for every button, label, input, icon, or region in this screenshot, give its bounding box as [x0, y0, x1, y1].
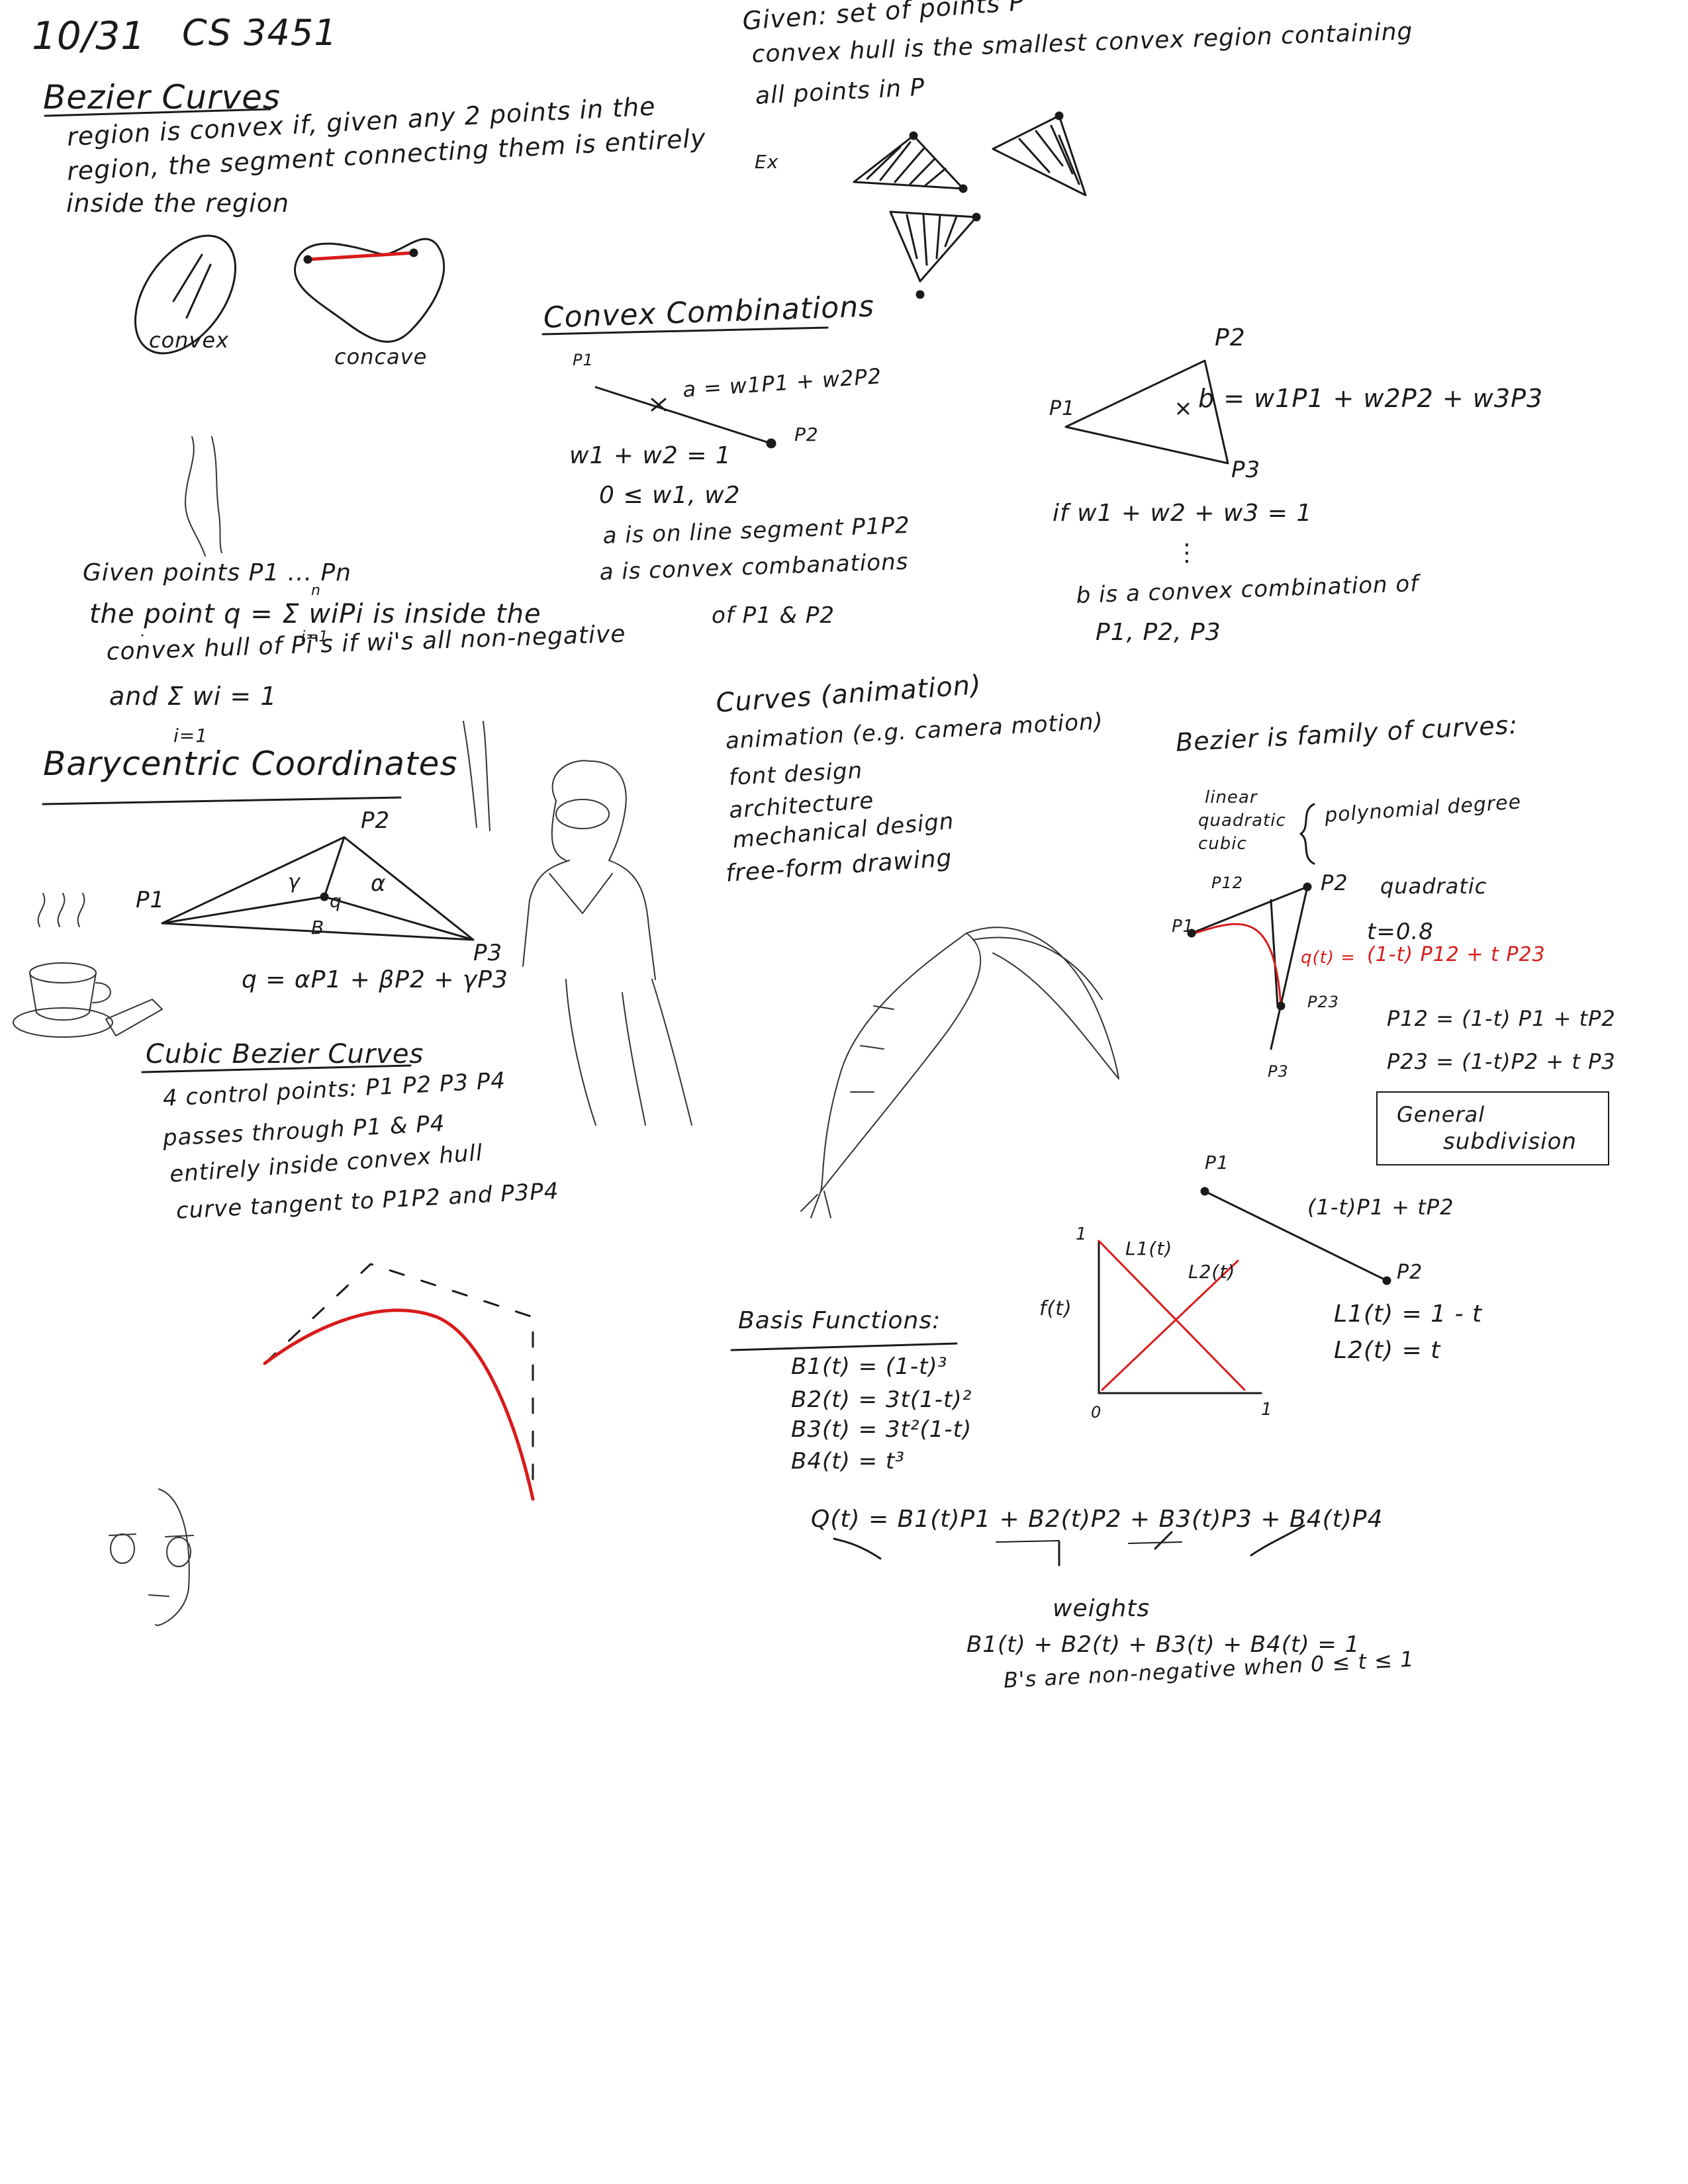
- given-sum-bottom-2: i=1: [173, 725, 209, 747]
- tri-b-eq: b = w1P1 + w2P2 + w3P3: [1198, 384, 1544, 413]
- underline-barycentric: [42, 796, 402, 805]
- bezier-title: Bezier Curves: [43, 78, 281, 116]
- graph-ylabel: f(t): [1039, 1297, 1072, 1320]
- cubic-bezier-curve: [263, 1308, 535, 1501]
- convex-comb-p1: P1: [573, 351, 594, 369]
- cubic-title: Cubic Bezier Curves: [146, 1039, 424, 1069]
- given-line-1: Given points P1 ... Pn: [83, 559, 352, 586]
- subdivision-box: [1376, 1091, 1609, 1165]
- convex-shape: [134, 234, 237, 355]
- graph-line-l1: [1098, 1240, 1246, 1391]
- tri-p2: P2: [1215, 324, 1246, 351]
- lin-p1: P1: [1205, 1152, 1229, 1173]
- given-line-2: the point q = Σ wiPi is inside the: [89, 599, 541, 629]
- family-qt-formula: (1-t) P12 + t P23: [1367, 943, 1546, 966]
- graph-l2-label: L2(t): [1188, 1261, 1236, 1283]
- convex-comb-line-5: of P1 & P2: [712, 602, 835, 629]
- underline-convex-comb: [541, 326, 829, 336]
- tri-if-line: if w1 + w2 + w3 = 1: [1053, 500, 1313, 527]
- family-t-value: t=0.8: [1367, 919, 1434, 945]
- given-line-4: and Σ wi = 1: [109, 682, 277, 711]
- family-p23: P23: [1307, 993, 1340, 1011]
- date-label: 10/31: [32, 13, 146, 58]
- family-p12-eq: P12 = (1-t) P1 + tP2: [1387, 1006, 1616, 1031]
- family-qt-label: q(t) =: [1301, 948, 1356, 968]
- tri-result-2: P1, P2, P3: [1096, 619, 1221, 646]
- convex-comb-line-2: 0 ≤ w1, w2: [599, 482, 741, 509]
- hull-triangle-3: [889, 210, 978, 283]
- coffee-doodle: [13, 893, 163, 1038]
- family-quadratic-label: quadratic: [1380, 874, 1487, 899]
- box-subdivision: subdivision: [1443, 1128, 1577, 1155]
- bary-beta: B: [311, 917, 325, 938]
- course-label: CS 3451: [182, 12, 338, 54]
- control-polygon-quadratic: [1190, 886, 1309, 1050]
- basis-q-eq: Q(t) = B1(t)P1 + B2(t)P2 + B3(t)P3 + B4(…: [811, 1506, 1383, 1533]
- graph-y-tick: 1: [1076, 1224, 1088, 1244]
- underline-basis: [730, 1342, 958, 1351]
- tri-p3: P3: [1231, 457, 1261, 483]
- family-p3: P3: [1268, 1062, 1289, 1081]
- tri-dots: ⋮: [1175, 539, 1199, 567]
- convex-comb-line-1: w1 + w2 = 1: [569, 442, 731, 469]
- basis-title: Basis Functions:: [738, 1307, 941, 1334]
- family-quadratic: quadratic: [1198, 811, 1286, 831]
- hull-triangle-2: [992, 114, 1087, 197]
- concave-shape: [293, 238, 445, 343]
- lin-formula: (1-t)P1 + tP2: [1307, 1195, 1454, 1220]
- arm-doodle: [185, 436, 491, 831]
- segment-p1p2: [594, 386, 773, 445]
- cubic-control-polygon: [263, 1263, 534, 1500]
- quadratic-curve: [1194, 923, 1282, 1007]
- family-cubic: cubic: [1198, 834, 1247, 854]
- hull-ex-label: Ex: [755, 151, 779, 173]
- given-sum-bottom: i=1: [301, 629, 329, 645]
- bary-q: q: [330, 890, 342, 912]
- lin-p2: P2: [1397, 1261, 1423, 1284]
- graph-line-l2: [1101, 1259, 1239, 1391]
- face-doodle: [109, 1488, 194, 1626]
- tri-p1: P1: [1049, 397, 1076, 420]
- lin-l2: L2(t) = t: [1334, 1337, 1441, 1364]
- family-p23-eq: P23 = (1-t)P2 + t P3: [1387, 1049, 1616, 1074]
- linear-segment: [1203, 1190, 1388, 1282]
- concave-segment: [306, 251, 416, 261]
- bary-gamma: γ: [288, 870, 301, 893]
- lin-l1: L1(t) = 1 - t: [1334, 1300, 1483, 1328]
- bary-p2: P2: [361, 807, 391, 834]
- basis-b2: B2(t) = 3t(1-t)²: [791, 1387, 972, 1413]
- family-linear: linear: [1205, 788, 1258, 807]
- given-sum-top: n: [311, 582, 321, 599]
- basis-b3: B3(t) = 3t²(1-t): [791, 1416, 972, 1443]
- box-general: General: [1397, 1102, 1485, 1127]
- basis-weights: weights: [1053, 1595, 1150, 1622]
- concave-label: concave: [334, 344, 428, 369]
- bary-p3: P3: [473, 940, 503, 966]
- barycentric-title: Barycentric Coordinates: [43, 745, 458, 783]
- underline-cubic: [141, 1064, 412, 1073]
- basis-b4: B4(t) = t³: [791, 1448, 905, 1475]
- triangle-p1p2p3: [1064, 359, 1229, 465]
- family-p2: P2: [1321, 870, 1348, 895]
- family-p1: P1: [1172, 917, 1195, 936]
- hull-triangle-1: [853, 134, 964, 190]
- basis-sum-eq: B1(t) + B2(t) + B3(t) + B4(t) = 1: [966, 1631, 1360, 1658]
- convex-label: convex: [149, 328, 230, 353]
- graph-x-tick: 1: [1261, 1400, 1273, 1420]
- family-p12: P12: [1211, 874, 1244, 892]
- bary-p1: P1: [136, 887, 165, 913]
- title-underline: [44, 108, 271, 117]
- convex-segment: [172, 253, 203, 302]
- basis-b1: B1(t) = (1-t)³: [791, 1353, 948, 1380]
- barycentric-triangle: [161, 836, 475, 941]
- bary-alpha: α: [371, 870, 387, 897]
- carrot-doodle: [800, 927, 1119, 1218]
- graph-origin: 0: [1091, 1403, 1102, 1422]
- convex-comb-p2: P2: [794, 424, 819, 445]
- person-doodle: [522, 760, 692, 1126]
- bary-equation: q = αP1 + βP2 + γP3: [242, 966, 508, 993]
- graph-l1-label: L1(t): [1125, 1238, 1173, 1259]
- convex-def-line-3: inside the region: [66, 189, 290, 218]
